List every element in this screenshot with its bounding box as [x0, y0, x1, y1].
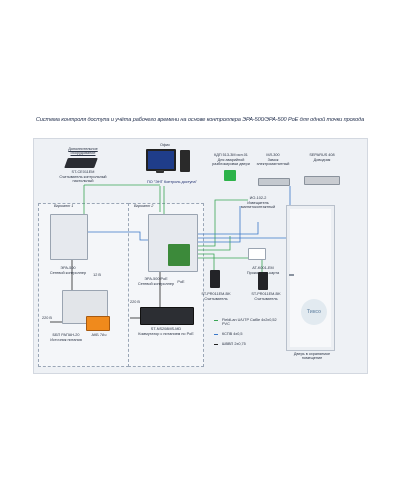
lock-model: МЛ-300 — [266, 153, 280, 157]
variant1-title: Вариант 1 — [54, 204, 74, 208]
door-handle — [289, 274, 294, 276]
wire-12v-label: 12 В — [93, 273, 101, 277]
battery-label: АКБ 7Ач — [91, 333, 107, 337]
pc-tower-image — [180, 150, 190, 172]
monitor-stand — [156, 170, 164, 173]
closer-desc: Доводчик — [313, 158, 331, 162]
v2-220v-label: 220 В — [130, 300, 140, 304]
signal-wire — [196, 222, 259, 235]
desktop-reader-image — [64, 158, 98, 168]
office-heading: Офис — [159, 143, 171, 147]
reader-in-model: ST-PR011EM-BK — [201, 292, 231, 296]
era500-controller-image — [50, 214, 88, 260]
psu-desc: Источник питания — [50, 338, 82, 342]
era500poe-board — [168, 244, 190, 266]
brand-stamp: Тиксо — [301, 299, 327, 325]
battery-image — [86, 316, 110, 331]
signal-wire — [196, 206, 241, 243]
lan-wire — [196, 253, 215, 272]
switch-desc: Коммутатор с питанием по PoE — [138, 332, 194, 336]
era500poe-desc: Сетевой контроллер — [137, 282, 175, 286]
lock-image — [258, 178, 290, 186]
reader-in-image — [210, 270, 220, 288]
door-image — [286, 205, 335, 351]
legend-swatch-signal — [214, 334, 218, 335]
reader-in-desc: Считыватель — [204, 297, 228, 301]
desktop-reader-model: ST-CE011EM — [71, 170, 95, 174]
monitor-image — [146, 149, 176, 171]
lan-wire — [190, 199, 248, 247]
proximity-card-image — [248, 248, 266, 260]
lan-wire — [196, 236, 231, 251]
door-label: Дверь в охраняемое помещение — [293, 352, 331, 361]
closer-image — [304, 176, 340, 185]
legend-label-lan: FieldLan U/UTP Cat5e 4х2х0,52 PVC — [222, 318, 277, 327]
closer-model: SEPARUS 408 — [309, 153, 335, 157]
signal-wire — [196, 186, 291, 239]
switch-model: ST-NS208MS-MD — [150, 327, 182, 331]
exit-button-image — [224, 170, 236, 181]
era500-model: ЭРА-500 — [60, 266, 76, 270]
poe-label: PoE — [177, 280, 185, 284]
reader-out-desc: Считыватель — [254, 297, 278, 301]
variant2-title: Вариант 2 — [134, 204, 154, 208]
era500-desc: Сетевой контроллер — [49, 271, 87, 275]
lan-wire — [83, 184, 161, 215]
legend-swatch-lan — [214, 320, 218, 321]
desktop-reader-heading: Дополнительное оборудование — [68, 147, 98, 156]
desktop-reader-desc: Считыватель контрольный настольный — [59, 175, 107, 184]
legend-label-power: ШВВП 2х0,75 — [222, 342, 246, 346]
legend-label-signal: КСПВ 4х0,5 — [222, 332, 243, 336]
era500poe-model: ЭРА-500 PoE — [144, 277, 168, 281]
v1-220v-label: 220 В — [42, 316, 52, 320]
card-model: AT-K001-EM — [252, 266, 274, 270]
diagram-title: Система контроля доступа и учёта рабочег… — [35, 117, 365, 123]
exit-button-model: КДП 513-3М исп.01 — [214, 153, 248, 157]
door-sensor-model: ИО-102-2 — [249, 196, 267, 200]
poe-switch-image — [140, 307, 194, 325]
reader-out-model: ST-PR011EM-BK — [251, 292, 281, 296]
lock-desc: Замок электромагнитный — [256, 158, 290, 167]
reader-out-image — [258, 272, 268, 290]
office-software: ПО "ЭНТ Контроль доступа" — [147, 180, 197, 184]
exit-button-desc: Для аварийной разблокировки двери — [212, 158, 250, 167]
legend-swatch-power — [214, 344, 218, 345]
psu-model: ББП РАПАН-20 — [52, 333, 80, 337]
door-sensor-desc: Извещатель магнитоконтактный — [240, 201, 276, 210]
